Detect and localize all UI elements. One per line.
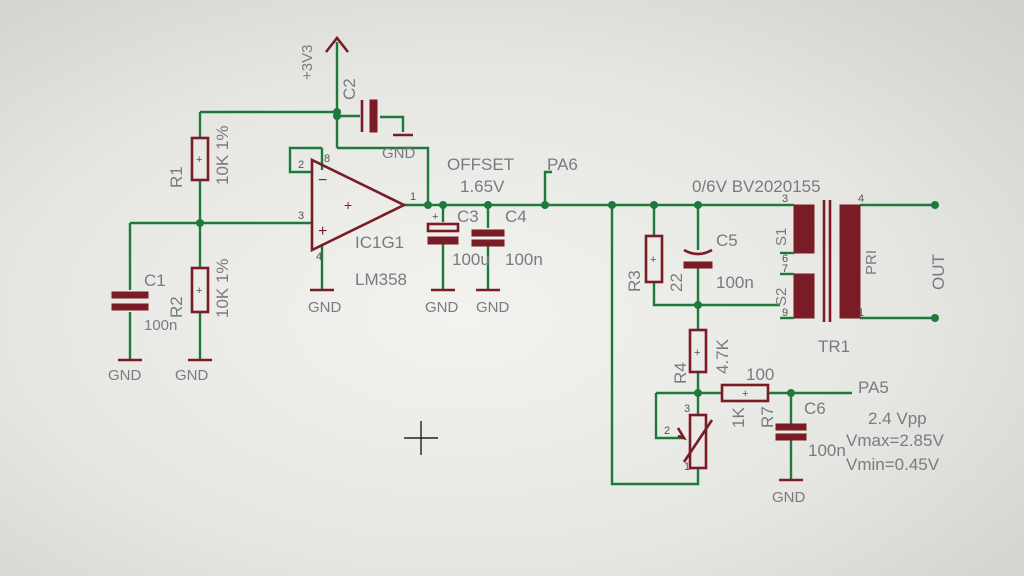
opamp-value: LM358 — [355, 270, 407, 289]
c5-value: 100n — [716, 273, 754, 292]
svg-text:+: + — [742, 388, 748, 400]
r7-name: R7 — [758, 406, 777, 428]
tr1-pin-9: 9 — [782, 307, 788, 319]
capacitor-c1-symbol — [111, 291, 149, 311]
capacitor-c4-symbol — [471, 229, 505, 247]
gnd-label-opamp: GND — [308, 299, 342, 316]
tr1-pin-7: 7 — [782, 263, 788, 275]
opamp-pin-3: 3 — [298, 210, 304, 222]
tr1-pin-4: 4 — [858, 193, 864, 205]
crosshair-cursor-icon — [404, 421, 438, 455]
supply-arrow-symbol — [324, 35, 350, 53]
c6-name: C6 — [804, 399, 826, 418]
svg-text:+: + — [196, 285, 202, 297]
offset-label: OFFSET — [447, 155, 514, 174]
capacitor-c3-symbol: + — [426, 211, 460, 245]
gnd-label-c4: GND — [476, 299, 510, 316]
pa5-label: PA5 — [858, 378, 889, 397]
c3-name: C3 — [457, 207, 479, 226]
c6-value: 100n — [808, 441, 846, 460]
resistor-100-symbol: + — [720, 383, 770, 403]
capacitor-c6-symbol — [775, 423, 807, 441]
c1-name: C1 — [144, 271, 166, 290]
r4-value: 4.7K — [713, 338, 732, 374]
svg-text:+: + — [196, 154, 202, 166]
r7-pin-3: 3 — [684, 403, 690, 415]
gnd-label-c3: GND — [425, 299, 459, 316]
opamp-pin-2: 2 — [298, 159, 304, 171]
resistor-r2-symbol: + — [190, 266, 210, 314]
svg-text:+: + — [432, 211, 438, 223]
tr1-pin-3: 3 — [782, 193, 788, 205]
c4-value: 100n — [505, 250, 543, 269]
note-vmax: Vmax=2.85V — [846, 431, 944, 450]
opamp-pin-1: 1 — [410, 191, 416, 203]
resistor-r3-symbol: + — [644, 234, 664, 284]
note-vpp: 2.4 Vpp — [868, 409, 927, 428]
capacitor-c5-symbol — [683, 248, 713, 269]
opamp-pin-4: 4 — [316, 251, 322, 263]
gnd-label-c1: GND — [108, 367, 142, 384]
r2-name: R2 — [167, 296, 186, 318]
gnd-label-c6: GND — [772, 489, 806, 506]
c3-value: 100u — [452, 250, 490, 269]
c1-value: 100n — [144, 317, 177, 334]
junctions — [196, 108, 939, 397]
resistor-r1-symbol: + — [190, 136, 210, 182]
r1-value: 10K 1% — [213, 125, 232, 185]
pa6-label: PA6 — [547, 155, 578, 174]
r7-pin-2: 2 — [664, 425, 670, 437]
transformer-tr1-symbol — [780, 200, 861, 322]
wires — [128, 42, 935, 486]
svg-text:+: + — [650, 254, 656, 266]
supply-label: +3V3 — [299, 45, 316, 80]
note-vmin: Vmin=0.45V — [846, 455, 940, 474]
c4-name: C4 — [505, 207, 527, 226]
r100-value: 100 — [746, 365, 774, 384]
svg-text:−: − — [318, 172, 327, 189]
r4-name: R4 — [671, 362, 690, 384]
gnd-label-r2: GND — [175, 367, 209, 384]
tr1-sec2: S2 — [773, 288, 790, 306]
svg-text:+: + — [318, 223, 327, 240]
r7-value: 1K — [729, 407, 748, 428]
trimmer-r7-symbol — [676, 413, 714, 470]
r7-pin-1: 1 — [684, 461, 690, 473]
tr1-pin-6: 6 — [782, 253, 788, 265]
c5-name: C5 — [716, 231, 738, 250]
offset-voltage-label: 1.65V — [460, 177, 505, 196]
resistor-r4-symbol: + — [688, 328, 708, 374]
r3-name: R3 — [625, 270, 644, 292]
c2-name: C2 — [340, 78, 359, 100]
tr1-sec1: S1 — [773, 228, 790, 246]
output-label: OUT — [929, 254, 948, 290]
svg-text:+: + — [694, 347, 700, 359]
opamp-pin-8: 8 — [324, 153, 330, 165]
tr1-primary: PRI — [863, 250, 880, 275]
tr1-part: 0/6V BV2020155 — [692, 177, 821, 196]
r1-name: R1 — [167, 166, 186, 188]
gnd-label-c2: GND — [382, 145, 416, 162]
tr1-name: TR1 — [818, 337, 850, 356]
tr1-pin-1: 1 — [858, 307, 864, 319]
opamp-symbol: − + + — [310, 157, 407, 253]
opamp-name: IC1G1 — [355, 233, 404, 252]
r3-value: 22 — [667, 273, 686, 292]
svg-text:+: + — [344, 197, 352, 213]
capacitor-c2-symbol — [360, 99, 378, 133]
r2-value: 10K 1% — [213, 258, 232, 318]
